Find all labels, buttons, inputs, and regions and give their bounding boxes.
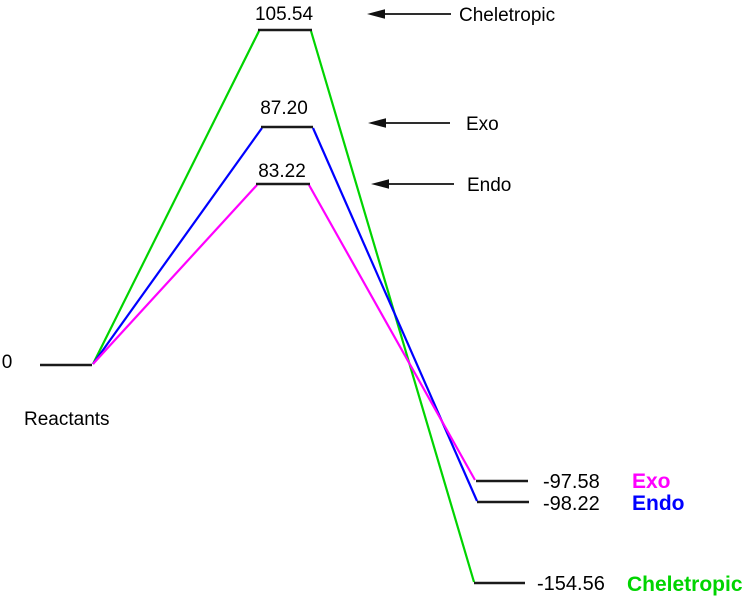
reactants-energy-value: 0 xyxy=(2,352,13,373)
product-endo-label: Endo xyxy=(632,492,685,515)
cheletropic-ascent-line xyxy=(92,30,260,365)
exo-descent-line xyxy=(308,184,476,481)
pathway-endo-blue xyxy=(92,127,479,502)
ts-cheletropic-energy-value: 105.54 xyxy=(255,4,314,25)
left-arrow-head-icon xyxy=(371,179,389,189)
ts-exo-energy-value: 87.20 xyxy=(260,98,308,119)
ts-exo-arrow-label: Exo xyxy=(466,114,499,135)
endo-descent-line xyxy=(311,127,479,502)
product-exo-label: Exo xyxy=(632,470,671,493)
endo-ascent-line xyxy=(92,127,263,365)
product-endo-energy-value: -98.22 xyxy=(543,493,600,515)
ts-cheletropic-arrow-label: Cheletropic xyxy=(459,5,555,26)
product-cheletropic-label: Cheletropic xyxy=(627,573,743,596)
reactants-label: Reactants xyxy=(24,409,110,430)
ts-endo-arrow-label: Endo xyxy=(467,175,511,196)
ts-endo-energy-value: 83.22 xyxy=(258,161,306,182)
ts-arrow-cheletropic xyxy=(367,9,451,19)
product-cheletropic-energy-value: -154.56 xyxy=(537,573,605,595)
left-arrow-head-icon xyxy=(368,118,386,128)
ts-arrow-exo xyxy=(368,118,450,128)
left-arrow-head-icon xyxy=(367,9,385,19)
exo-ascent-line xyxy=(92,184,258,365)
product-exo-energy-value: -97.58 xyxy=(543,471,600,493)
ts-arrow-endo xyxy=(371,179,454,189)
pathway-exo-magenta xyxy=(92,184,476,481)
